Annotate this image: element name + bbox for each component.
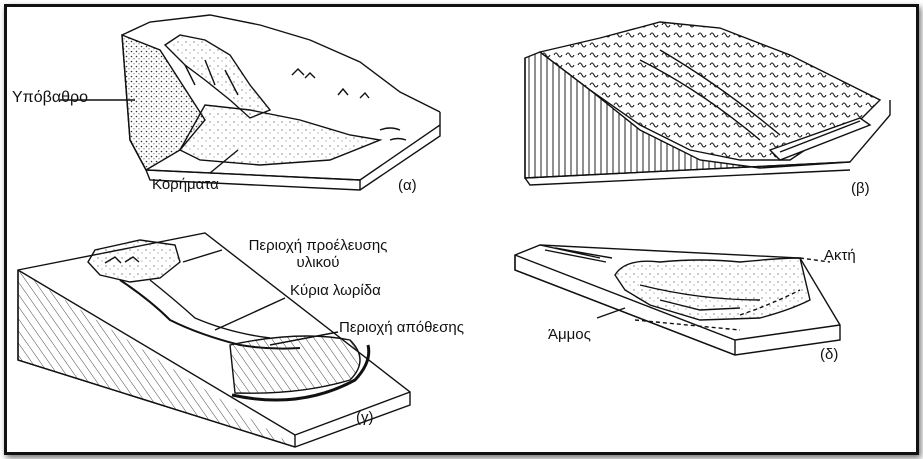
panel-tag-beta: (β) — [851, 180, 870, 197]
label-scree: Κορήματα — [152, 176, 219, 193]
label-source-area: Περιοχή προέλευσης υλικού — [218, 237, 418, 271]
panel-tag-delta: (δ) — [820, 346, 839, 363]
label-source-area-line1: Περιοχή προέλευσης — [248, 237, 388, 254]
label-source-area-line2: υλικού — [296, 253, 340, 271]
label-coast: Ακτή — [824, 247, 856, 264]
label-bedrock: Υπόβαθρο — [12, 89, 88, 106]
panel-tag-gamma: (γ) — [356, 409, 374, 426]
panel-delta-drawing — [514, 244, 841, 356]
panel-alpha-drawing — [60, 14, 441, 191]
label-sand: Άμμος — [548, 326, 591, 343]
panel-gamma-drawing — [17, 232, 411, 448]
panel-tag-alpha: (α) — [398, 177, 417, 194]
label-deposition-area: Περιοχή απόθεσης — [339, 319, 464, 336]
panel-beta-drawing — [524, 21, 891, 186]
label-main-strip: Κύρια λωρίδα — [290, 282, 381, 299]
